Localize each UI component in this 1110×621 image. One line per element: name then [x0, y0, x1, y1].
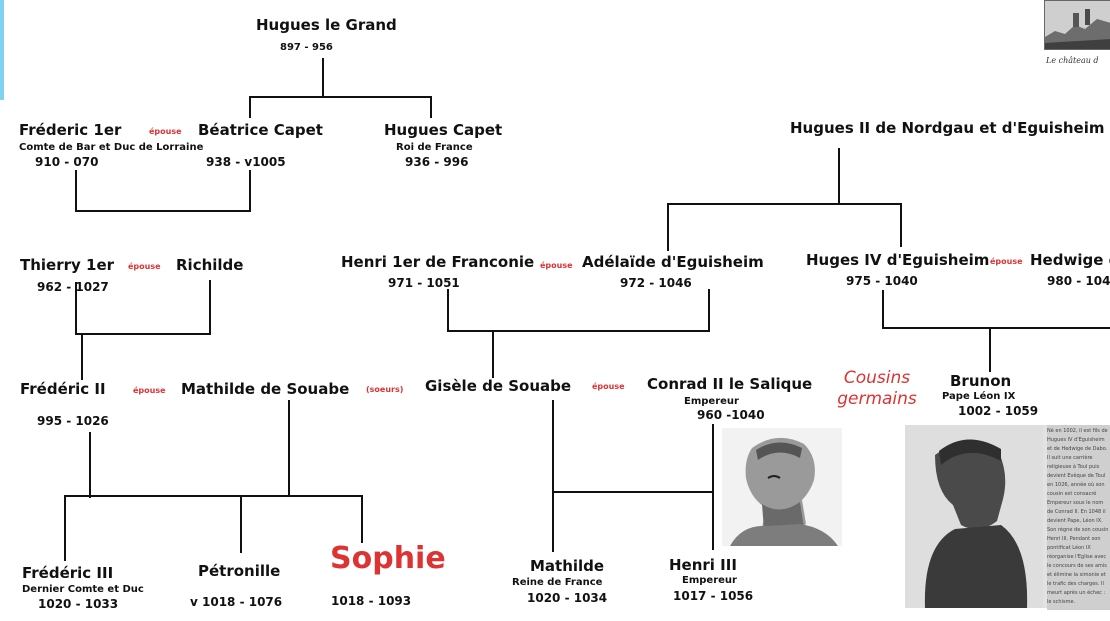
person-richilde: Richilde: [176, 256, 244, 274]
dates-hedwige: 980 - 104: [1047, 274, 1110, 288]
title-brunon: Pape Léon IX: [942, 391, 1016, 402]
line: [492, 330, 494, 378]
line: [708, 289, 710, 331]
person-hedwige: Hedwige d: [1030, 251, 1110, 269]
title-mathilde: Reine de France: [512, 577, 603, 588]
line: [430, 96, 432, 118]
epouse-label: épouse: [592, 382, 625, 391]
line: [552, 491, 714, 493]
chateau-caption: Le château d: [1046, 56, 1099, 65]
line: [209, 280, 211, 334]
title-henri-iii: Empereur: [682, 575, 737, 586]
person-frederic-ii: Frédéric II: [20, 380, 106, 398]
person-hugues-ii: Hugues II de Nordgau et d'Eguisheim: [790, 119, 1105, 137]
person-thierry-1er: Thierry 1er: [20, 256, 115, 274]
title-frederic-iii: Dernier Comte et Duc: [22, 584, 144, 595]
person-henri-1er: Henri 1er de Franconie: [341, 253, 535, 271]
corner-accent: [0, 0, 4, 100]
dates-henri-1er: 971 - 1051: [388, 276, 460, 290]
person-mathilde: Mathilde: [530, 557, 605, 575]
line: [249, 96, 251, 118]
line: [667, 203, 669, 251]
dates-henri-iii: 1017 - 1056: [673, 589, 754, 603]
leon-ix-bio-text: Né en 1002, il est fils de Hugues IV d'E…: [1047, 425, 1110, 610]
epouse-label: épouse: [990, 257, 1023, 266]
dates-sophie: 1018 - 1093: [331, 594, 412, 608]
person-adelaide: Adélaïde d'Eguisheim: [582, 253, 764, 271]
line: [361, 495, 363, 543]
line: [447, 330, 710, 332]
chateau-image: [1044, 0, 1110, 50]
title-hugues-capet: Roi de France: [396, 142, 473, 153]
line: [322, 58, 324, 96]
epouse-label: épouse: [540, 261, 573, 270]
line: [288, 400, 290, 496]
person-gisele-de-souabe: Gisèle de Souabe: [425, 377, 572, 395]
line: [249, 170, 251, 212]
dates-petronille: v 1018 - 1076: [190, 595, 283, 609]
leon-ix-panel: Né en 1002, il est fils de Hugues IV d'E…: [905, 425, 1110, 610]
person-petronille: Pétronille: [198, 562, 281, 580]
dates-huges-iv: 975 - 1040: [846, 274, 918, 288]
dates-thierry-1er: 962 - 1027: [37, 280, 109, 294]
person-hugues-capet: Hugues Capet: [384, 121, 503, 139]
line: [667, 203, 901, 205]
epouse-label: épouse: [133, 386, 166, 395]
dates-conrad-ii: 960 -1040: [697, 408, 765, 422]
line: [900, 203, 902, 247]
line: [81, 335, 83, 380]
line: [75, 333, 211, 335]
line: [64, 495, 66, 561]
line: [447, 289, 449, 331]
line: [712, 424, 714, 550]
dates-hugues-capet: 936 - 996: [405, 155, 469, 169]
line: [882, 290, 884, 328]
person-henri-iii: Henri III: [669, 556, 737, 574]
dates-frederic-ii: 995 - 1026: [37, 414, 109, 428]
dates-frederic-iii: 1020 - 1033: [38, 597, 119, 611]
line: [75, 170, 77, 212]
person-hugues-le-grand: Hugues le Grand: [256, 16, 397, 34]
line: [240, 495, 242, 553]
epouse-label: épouse: [128, 262, 161, 271]
epouse-label: épouse: [149, 127, 182, 136]
line: [64, 495, 362, 497]
dates-mathilde: 1020 - 1034: [527, 591, 608, 605]
dates-brunon: 1002 - 1059: [958, 404, 1039, 418]
line: [989, 327, 991, 372]
line: [838, 148, 840, 204]
title-conrad-ii: Empereur: [684, 396, 739, 407]
person-frederic-1er: Fréderic 1er: [19, 121, 122, 139]
person-brunon: Brunon: [950, 372, 1012, 390]
cousins-germains-label: Cousins germains: [837, 368, 917, 409]
leon-ix-statue-photo: [905, 425, 1043, 608]
person-sophie: Sophie: [330, 541, 446, 576]
line: [882, 327, 1110, 329]
dates-frederic-1er: 910 - 070: [35, 155, 99, 169]
dates-hugues-le-grand: 897 - 956: [280, 42, 333, 53]
person-frederic-iii: Frédéric III: [22, 564, 114, 582]
line: [75, 282, 77, 334]
conrad-portrait: [722, 428, 842, 546]
line: [249, 96, 431, 98]
person-mathilde-de-souabe: Mathilde de Souabe: [181, 380, 350, 398]
person-conrad-ii: Conrad II le Salique: [647, 375, 813, 393]
line: [89, 432, 91, 498]
line: [552, 400, 554, 552]
soeurs-note: (soeurs): [366, 385, 404, 394]
line: [75, 210, 251, 212]
dates-beatrice-capet: 938 - v1005: [206, 155, 286, 169]
person-huges-iv: Huges IV d'Eguisheim: [806, 251, 990, 269]
person-beatrice-capet: Béatrice Capet: [198, 121, 323, 139]
title-frederic-1er: Comte de Bar et Duc de Lorraine: [19, 142, 204, 153]
dates-adelaide: 972 - 1046: [620, 276, 692, 290]
